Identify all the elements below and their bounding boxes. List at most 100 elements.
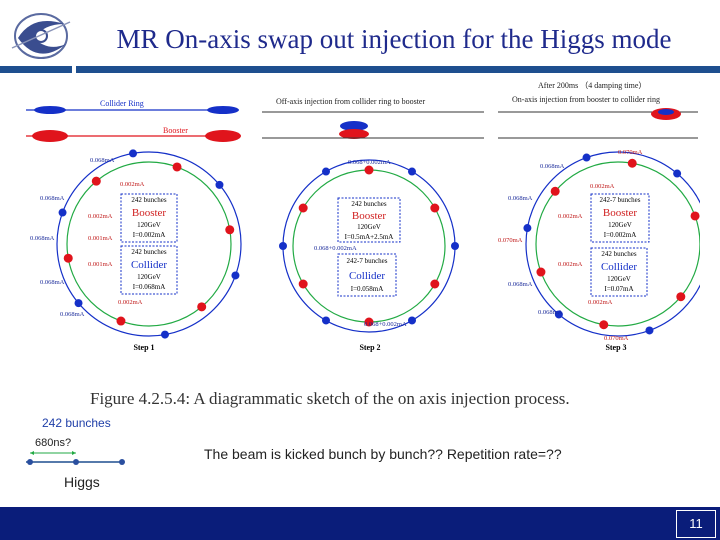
booster-bunch-dot xyxy=(364,317,374,327)
current-label: 0.002mA xyxy=(88,213,113,220)
booster-bunch-dot xyxy=(599,320,609,330)
current-label: 0.002mA xyxy=(558,261,583,268)
collider-ring xyxy=(282,159,456,333)
collider-ring xyxy=(525,151,700,337)
bunch-dot-icon xyxy=(73,459,79,465)
collider-bunch-icon xyxy=(34,106,66,114)
booster-bunch-dot xyxy=(298,203,308,213)
booster-bunch-icon xyxy=(205,130,241,142)
collider-bunch-dot xyxy=(129,149,138,158)
booster-bunch-dot xyxy=(430,279,440,289)
header-divider-gap xyxy=(72,66,76,73)
step-2-collider-current: I=0.058mA xyxy=(351,285,384,293)
panel-3-heading-1: After 200ms （4 damping time） xyxy=(538,81,646,90)
question-text: The beam is kicked bunch by bunch?? Repe… xyxy=(204,446,562,462)
booster-ring xyxy=(66,161,232,327)
current-label: 0.068mA xyxy=(40,279,65,286)
collider-bunch-dot xyxy=(645,326,654,335)
current-label: 0.070mA xyxy=(498,237,523,244)
booster-bunch-dot xyxy=(91,176,101,186)
collider-ring-label: Collider Ring xyxy=(100,99,144,108)
current-label: 0.068+0.002mA xyxy=(364,321,407,328)
step-1-booster-bunches: 242 bunches xyxy=(131,196,166,204)
logo-icon xyxy=(11,13,71,59)
step-1-collider-current: I=0.068mA xyxy=(133,283,166,291)
collider-bunch-dot xyxy=(451,242,459,250)
booster-bunch-dot xyxy=(298,279,308,289)
current-label: 0.002mA xyxy=(118,299,143,306)
booster-bunch-dot xyxy=(197,302,207,312)
collider-bunch-dot xyxy=(408,316,416,325)
current-label: 0.068mA xyxy=(60,311,85,318)
collider-bunch-dot xyxy=(554,310,563,319)
step-3-collider-bunches: 242 bunches xyxy=(601,250,636,258)
step-3-booster-name: Booster xyxy=(603,207,638,219)
step-3-label: Step 3 xyxy=(605,343,626,352)
current-label: 0.001mA xyxy=(88,235,113,242)
current-label: 0.068mA xyxy=(508,281,533,288)
current-label: 0.068mA xyxy=(90,157,115,164)
step-1-booster-energy: 120GeV xyxy=(137,221,161,229)
booster-bunch-dot xyxy=(627,158,637,168)
booster-bunch-dot xyxy=(63,253,73,263)
current-label: 0.068mA xyxy=(30,235,55,242)
collider-bunch-dot xyxy=(582,153,591,162)
booster-bunch-dot xyxy=(430,203,440,213)
footer-bar xyxy=(0,507,720,540)
bunch-dot-icon xyxy=(27,459,33,465)
booster-bunch-dot xyxy=(676,292,686,302)
step-2-booster-current: I=0.5mA+2.5mA xyxy=(345,233,394,241)
collider-bunch-dot xyxy=(160,330,169,339)
step-1-label: Step 1 xyxy=(133,343,154,352)
step-1-collider-energy: 120GeV xyxy=(137,273,161,281)
booster-bunch-dot xyxy=(550,186,560,196)
step-3-booster-energy: 120GeV xyxy=(608,221,632,229)
current-label: 0.068+0.002mA xyxy=(314,245,357,252)
step-2-booster-energy: 120GeV xyxy=(357,223,381,231)
current-label: 0.068mA xyxy=(538,309,563,316)
booster-bunch-dot xyxy=(116,316,126,326)
current-label: 0.002mA xyxy=(120,181,145,188)
step-2-booster-bunches: 242 bunches xyxy=(351,200,386,208)
step-3-boxes: 242-7 bunches Booster 120GeV I=0.002mA 2… xyxy=(590,193,650,297)
bunch-timeline xyxy=(26,451,125,465)
booster-bunch-dot xyxy=(536,267,546,277)
panel-2-heading: Off-axis injection from collider ring to… xyxy=(276,97,425,106)
bunch-spacing-label: 680ns? xyxy=(35,437,72,449)
step-2-label: Step 2 xyxy=(359,343,380,352)
bunch-dot-icon xyxy=(119,459,125,465)
collider-bunch-dot xyxy=(322,167,330,176)
ring-step-1: 0.068mA 0.002mA 0.068mA 0.002mA 0.068mA 0.001… xyxy=(30,149,242,339)
step-3-collider-current: I=0.07mA xyxy=(604,285,633,293)
current-label: 0.001mA xyxy=(88,261,113,268)
booster-bunch-dot xyxy=(172,162,182,172)
collider-bunch-dot xyxy=(74,299,83,308)
current-label: 0.002mA xyxy=(558,213,583,220)
collider-bunch-dot xyxy=(673,169,682,178)
booster-label: Booster xyxy=(163,126,188,135)
booster-bunch-icon xyxy=(32,130,68,142)
collider-bunch-dot xyxy=(279,242,287,250)
current-label: 0.070mA xyxy=(618,149,643,156)
page-number: 11 xyxy=(676,510,716,538)
step-3-collider-energy: 120GeV xyxy=(607,275,631,283)
step-1-booster-name: Booster xyxy=(132,207,167,219)
booster-bunch-dot xyxy=(225,225,235,235)
current-label: 0.002mA xyxy=(588,299,613,306)
step-1-collider-name: Collider xyxy=(131,259,167,271)
current-label: 0.068+0.002mA xyxy=(348,159,391,166)
step-1-booster-current: I=0.002mA xyxy=(133,231,166,239)
collider-ring xyxy=(56,151,242,337)
step-2-boxes: 242 bunches Booster 120GeV I=0.5mA+2.5mA… xyxy=(337,197,401,297)
booster-ring xyxy=(535,161,700,327)
collider-bunch-dot xyxy=(408,167,416,176)
ring-step-2: 0.068+0.002mA 0.068+0.002mA 0.068+0.002mA xyxy=(279,159,459,333)
injection-diagram: Collider Ring Booster Off-axis injection… xyxy=(26,81,700,408)
collider-bunch-dot xyxy=(322,316,330,325)
collider-bunch-dot xyxy=(523,224,532,233)
step-2-collider-name: Collider xyxy=(349,270,385,282)
step-1-boxes: 242 bunches Booster 120GeV I=0.002mA 242… xyxy=(120,193,178,295)
figure-caption: Figure 4.2.5.4: A diagrammatic sketch of… xyxy=(90,389,570,408)
collider-bunch-dot xyxy=(231,271,240,280)
collider-bunch-icon xyxy=(207,106,239,114)
